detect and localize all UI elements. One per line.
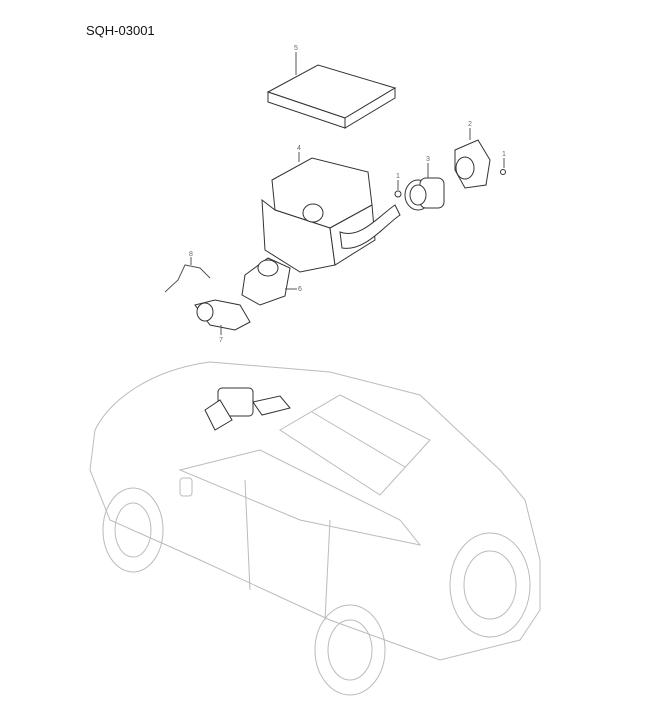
- callout-1: 1: [396, 173, 400, 180]
- callout-4: 4: [297, 145, 301, 152]
- part-intake-elbow: [194, 299, 251, 331]
- vehicle-outline: [89, 361, 541, 696]
- callout-3: 3: [426, 156, 430, 163]
- callout-8: 8: [189, 251, 193, 258]
- part-intake-hose: [241, 257, 291, 306]
- part-air-filter-housing: [261, 157, 401, 273]
- part-bolt: [394, 190, 402, 198]
- part-air-filter-element: [266, 64, 397, 129]
- installed-intake-assembly: [204, 387, 291, 431]
- diagram-code: SQH-03001: [86, 23, 155, 38]
- callout-6: 6: [298, 286, 302, 293]
- part-mass-air-flow-tube: [404, 177, 445, 211]
- callout-2: 2: [468, 121, 472, 128]
- part-bolt: [500, 169, 506, 175]
- callout-5: 5: [294, 45, 298, 52]
- callout-7: 7: [219, 337, 223, 344]
- callout-1b: 1: [502, 151, 506, 158]
- part-breather-pipe: [164, 264, 211, 293]
- part-intake-cover: [454, 139, 491, 189]
